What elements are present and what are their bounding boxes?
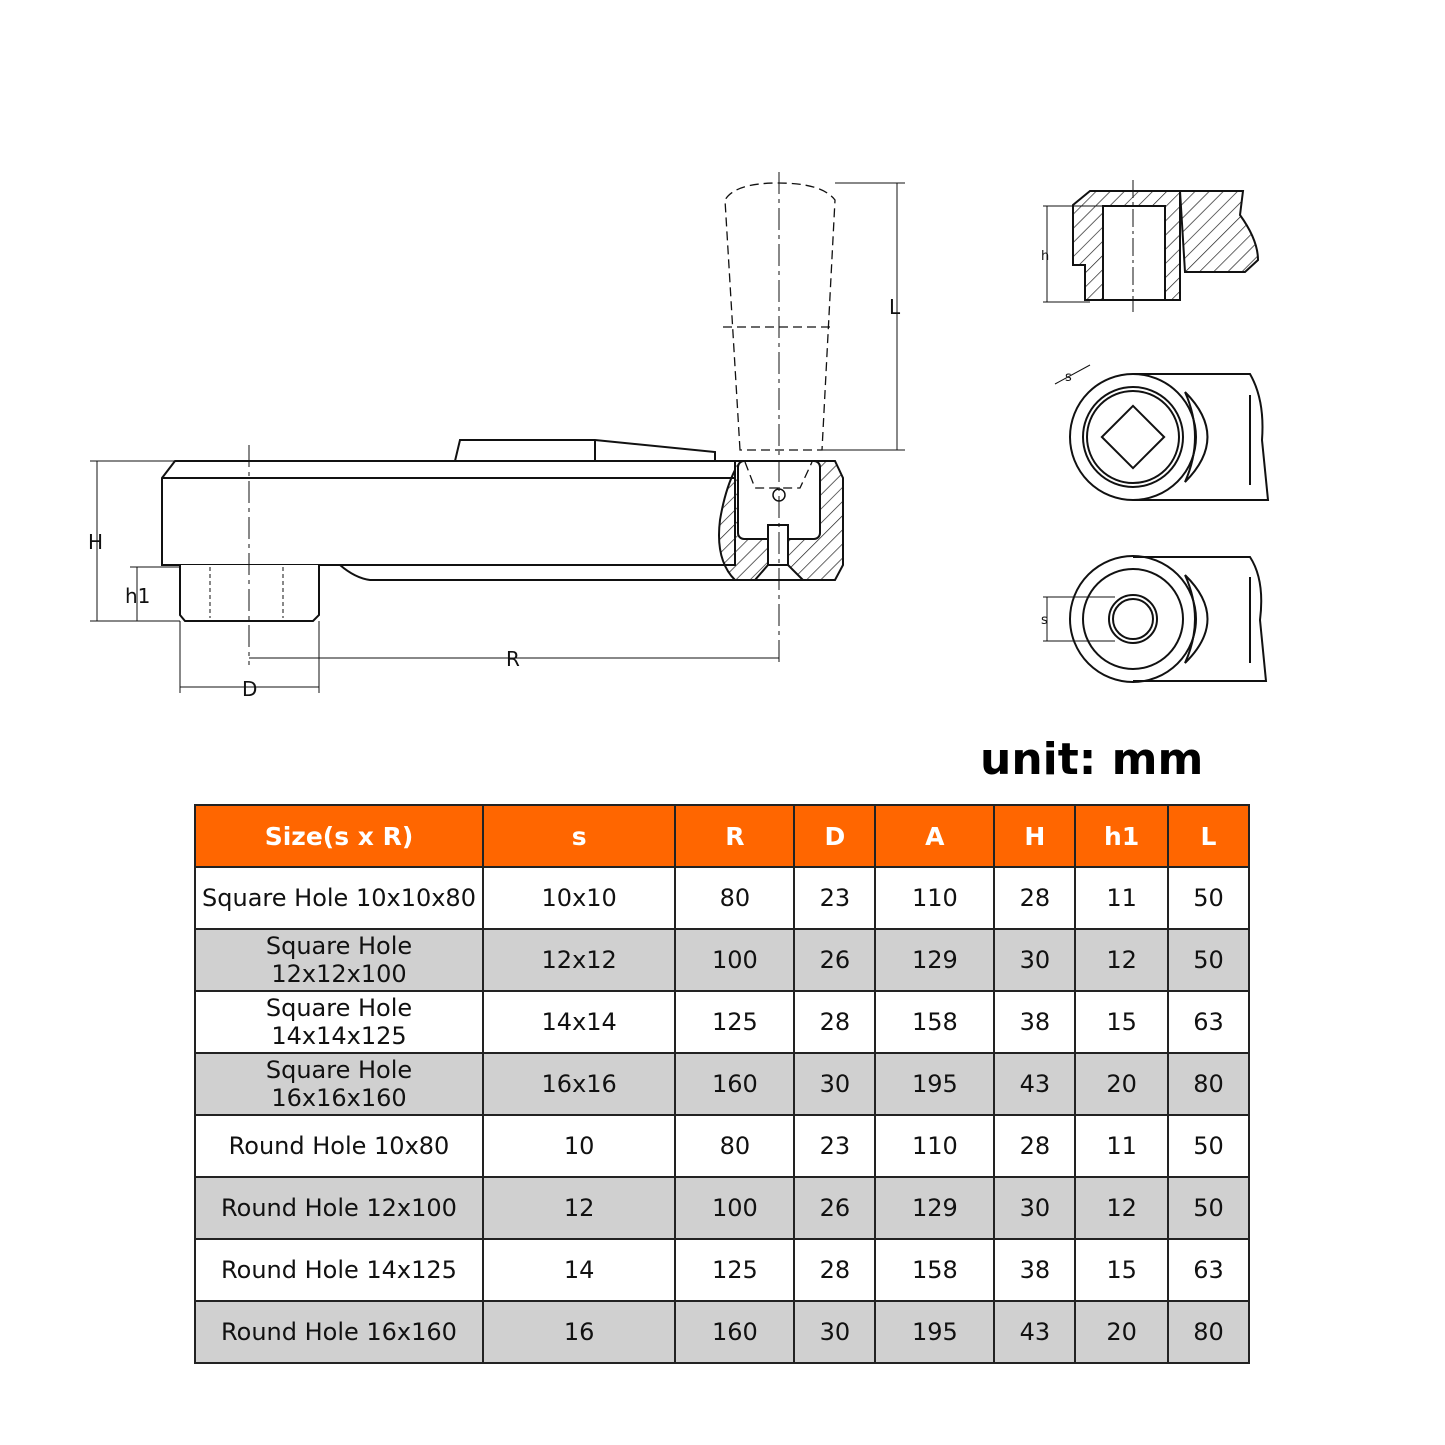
table-cell: 50 <box>1166 928 1251 992</box>
dimension-label-H: H <box>88 530 103 554</box>
dimension-label-s-round: s <box>1041 613 1048 628</box>
table-cell: 28 <box>793 1238 877 1302</box>
table-cell: 110 <box>874 866 996 930</box>
section-view-top <box>1043 180 1260 312</box>
table-cell: 28 <box>793 990 877 1054</box>
table-cell: 20 <box>1074 1300 1169 1364</box>
column-header: H <box>993 804 1077 868</box>
table-cell: 80 <box>1166 1300 1251 1364</box>
unit-label: unit: mm <box>980 734 1204 785</box>
round-hole-top-view <box>1043 555 1268 683</box>
column-header: D <box>793 804 877 868</box>
table-cell: 23 <box>793 1114 877 1178</box>
table-cell: Square Hole 12x12x100 <box>194 928 484 992</box>
table-cell: Round Hole 10x80 <box>194 1114 484 1178</box>
dimension-label-h: h <box>1041 249 1049 264</box>
column-header: L <box>1166 804 1251 868</box>
table-cell: 28 <box>993 1114 1077 1178</box>
side-view <box>90 172 905 693</box>
table-cell: 10 <box>481 1114 677 1178</box>
column-header: Size(s x R) <box>194 804 484 868</box>
table-cell: 80 <box>1166 1052 1251 1116</box>
table-cell: 158 <box>874 990 996 1054</box>
table-cell: 16x16 <box>481 1052 677 1116</box>
dimension-label-h1: h1 <box>125 584 150 608</box>
table-cell: 50 <box>1166 1114 1251 1178</box>
table-cell: 23 <box>793 866 877 930</box>
table-cell: 11 <box>1074 1114 1169 1178</box>
table-cell: 110 <box>874 1114 996 1178</box>
table-cell: 63 <box>1166 990 1251 1054</box>
table-cell: 28 <box>993 866 1077 930</box>
crank-handle-technical-drawing: H h1 R D L h s s <box>88 172 1270 701</box>
table-cell: Round Hole 12x100 <box>194 1176 484 1240</box>
table-cell: 10x10 <box>481 866 677 930</box>
table-cell: 100 <box>674 928 796 992</box>
table-cell: 15 <box>1074 1238 1169 1302</box>
table-cell: 129 <box>874 928 996 992</box>
table-cell: 100 <box>674 1176 796 1240</box>
table-cell: 80 <box>674 1114 796 1178</box>
table-cell: 50 <box>1166 1176 1251 1240</box>
table-cell: 20 <box>1074 1052 1169 1116</box>
table-cell: 38 <box>993 990 1077 1054</box>
dimension-label-s-square: s <box>1065 370 1072 385</box>
table-cell: 195 <box>874 1052 996 1116</box>
table-cell: Square Hole 16x16x160 <box>194 1052 484 1116</box>
table-cell: 129 <box>874 1176 996 1240</box>
table-cell: 30 <box>993 928 1077 992</box>
column-header: s <box>481 804 677 868</box>
table-cell: 30 <box>793 1300 877 1364</box>
table-cell: 158 <box>874 1238 996 1302</box>
table-cell: Round Hole 14x125 <box>194 1238 484 1302</box>
column-header: R <box>674 804 796 868</box>
table-cell: 26 <box>793 928 877 992</box>
column-header: h1 <box>1074 804 1169 868</box>
dimension-label-R: R <box>506 647 520 671</box>
table-cell: 38 <box>993 1238 1077 1302</box>
table-cell: 43 <box>993 1052 1077 1116</box>
table-cell: 12 <box>1074 1176 1169 1240</box>
table-cell: 15 <box>1074 990 1169 1054</box>
table-cell: 160 <box>674 1052 796 1116</box>
table-cell: 12x12 <box>481 928 677 992</box>
table-cell: 30 <box>993 1176 1077 1240</box>
table-cell: 16 <box>481 1300 677 1364</box>
table-cell: 43 <box>993 1300 1077 1364</box>
table-cell: 26 <box>793 1176 877 1240</box>
dimension-label-D: D <box>242 677 257 701</box>
table-cell: 195 <box>874 1300 996 1364</box>
table-cell: 12 <box>481 1176 677 1240</box>
table-cell: 80 <box>674 866 796 930</box>
table-cell: 50 <box>1166 866 1251 930</box>
table-cell: 63 <box>1166 1238 1251 1302</box>
table-cell: 14 <box>481 1238 677 1302</box>
table-cell: 11 <box>1074 866 1169 930</box>
dimension-label-L: L <box>889 295 901 319</box>
table-cell: Square Hole 14x14x125 <box>194 990 484 1054</box>
table-cell: 12 <box>1074 928 1169 992</box>
table-cell: 14x14 <box>481 990 677 1054</box>
table-cell: Round Hole 16x160 <box>194 1300 484 1364</box>
square-hole-top-view <box>1054 364 1270 501</box>
table-cell: 30 <box>793 1052 877 1116</box>
table-cell: 160 <box>674 1300 796 1364</box>
column-header: A <box>874 804 996 868</box>
table-cell: 125 <box>674 990 796 1054</box>
table-cell: 125 <box>674 1238 796 1302</box>
table-cell: Square Hole 10x10x80 <box>194 866 484 930</box>
